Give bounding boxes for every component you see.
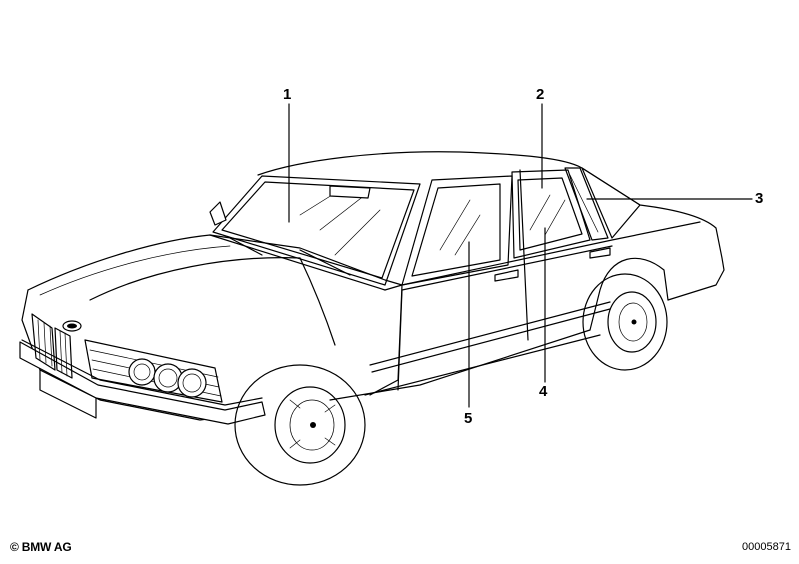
rear-door-window [511, 169, 611, 259]
front-wheel [234, 364, 366, 486]
copyright-notice: © BMW AG [10, 540, 72, 554]
callout-label-2: 2 [536, 86, 545, 103]
front-grille [31, 313, 223, 403]
callout-label-4: 4 [539, 383, 548, 400]
callout-leaders [288, 103, 753, 408]
callout-label-5: 5 [464, 410, 473, 427]
callout-label-1: 1 [283, 86, 292, 103]
front-door-window [397, 169, 529, 391]
quarter-window [564, 167, 609, 241]
callout-label-3: 3 [755, 190, 764, 207]
car-body [19, 151, 725, 425]
windshield [209, 175, 421, 286]
diagram-reference-number: 00005871 [742, 541, 791, 553]
rear-wheel [582, 273, 668, 371]
rear-window [581, 167, 641, 239]
